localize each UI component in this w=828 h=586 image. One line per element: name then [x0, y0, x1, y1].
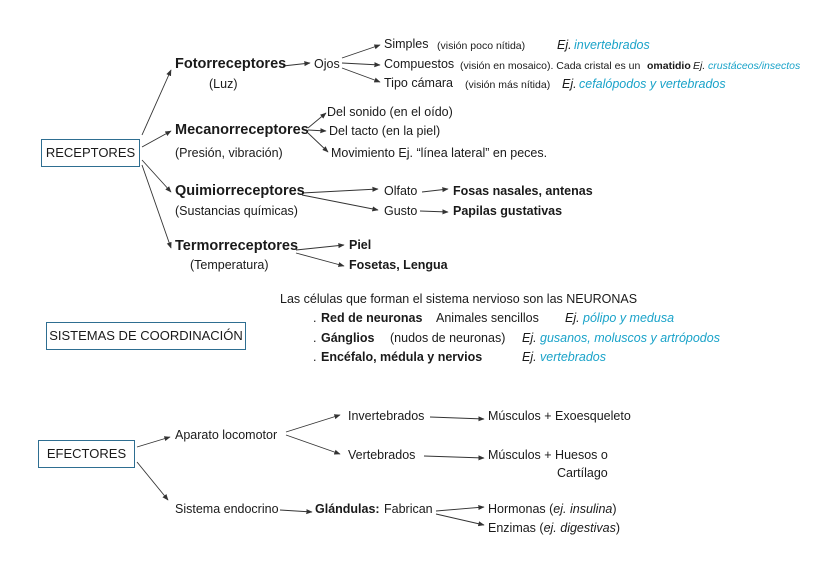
red-ex-prefix: Ej.: [565, 311, 580, 325]
arrow-inv-dest: [429, 416, 485, 422]
piel-label: Piel: [349, 238, 372, 252]
termorreceptores-sub: (Temperatura): [190, 258, 269, 272]
ojos-label: Ojos: [314, 57, 340, 71]
simples-example: invertebrados: [574, 38, 650, 52]
arrow-locomotor-vert: [285, 434, 341, 455]
simples-ex-prefix: Ej.: [557, 38, 572, 52]
receptores-title: RECEPTORES: [45, 145, 136, 160]
efectores-box: EFECTORES: [38, 440, 135, 468]
arrow-meca-sonido: [307, 112, 327, 129]
simples-note: (visión poco nítida): [437, 40, 526, 52]
compuestos-note: (visión en mosaico). Cada cristal es un: [460, 60, 641, 72]
red-desc: Animales sencillos: [436, 311, 539, 325]
locomotor-label: Aparato locomotor: [175, 428, 278, 442]
hormonas-line: Hormonas (ej. insulina): [488, 502, 617, 517]
arrow-vert-dest: [423, 455, 485, 461]
arrow-ojos-camara: [341, 67, 381, 83]
arrow-receptores-termo: [141, 164, 172, 249]
ganglios-desc: (nudos de neuronas): [390, 331, 506, 345]
fotorreceptores-label: Fotorreceptores: [175, 56, 287, 72]
arrow-gusto-dest: [419, 209, 449, 215]
compuestos-label: Compuestos: [384, 57, 455, 71]
arrow-meca-movimiento: [307, 132, 329, 153]
quimiorreceptores-label: Quimiorreceptores: [175, 183, 305, 199]
receptores-box: RECEPTORES: [41, 139, 140, 167]
arrow-fabrican-hormonas: [435, 504, 485, 512]
hormonas-close: ): [612, 502, 617, 516]
simples-label: Simples: [384, 37, 429, 51]
arrow-receptores-quimio: [141, 159, 172, 193]
fosetas-label: Fosetas, Lengua: [349, 258, 448, 272]
mecanorreceptores-sub: (Presión, vibración): [175, 146, 283, 160]
arrow-efectores-endocrino: [136, 461, 169, 501]
vertebrados-label: Vertebrados: [348, 448, 416, 462]
termorreceptores-label: Termorreceptores: [175, 238, 299, 254]
enzimas-line: Enzimas (ej. digestivas): [488, 521, 620, 536]
camara-label: Tipo cámara: [384, 76, 454, 90]
arrow-fabrican-enzimas: [435, 513, 485, 527]
arrow-meca-tacto: [307, 128, 327, 134]
ganglios-example: gusanos, moluscos y artrópodos: [540, 331, 720, 345]
red-label: Red de neuronas: [321, 311, 423, 325]
hormonas-label: Hormonas (: [488, 502, 554, 516]
neuronas-intro: Las células que forman el sistema nervio…: [280, 292, 638, 306]
camara-note: (visión más nítida): [465, 79, 551, 91]
enzimas-example: ej. digestivas: [543, 521, 616, 535]
arrow-termo-fosetas: [295, 252, 345, 267]
red-example: pólipo y medusa: [583, 311, 675, 325]
arrow-olfato-dest: [421, 187, 449, 193]
encefalo-label: Encéfalo, médula y nervios: [321, 350, 483, 364]
enzimas-label: Enzimas (: [488, 521, 544, 535]
arrow-receptores-foto: [141, 69, 172, 136]
camara-example: cefalópodos y vertebrados: [579, 77, 726, 91]
olfato-dest: Fosas nasales, antenas: [453, 184, 593, 198]
compuestos-example: crustáceos/insectos: [708, 60, 801, 72]
compuestos-ex-prefix: Ej.: [693, 60, 706, 72]
arrow-foto-ojos: [282, 61, 311, 67]
efectores-title: EFECTORES: [46, 446, 127, 461]
ganglios-ex-prefix: Ej.: [522, 331, 537, 345]
encefalo-bullet: .: [313, 350, 317, 364]
sonido-label: Del sonido (en el oído): [327, 105, 453, 119]
invertebrados-dest: Músculos + Exoesqueleto: [488, 409, 631, 423]
arrow-receptores-meca: [141, 130, 172, 148]
vertebrados-dest-2: Cartílago: [557, 466, 608, 480]
arrow-quimio-olfato: [301, 186, 379, 194]
encefalo-ex-prefix: Ej.: [522, 350, 537, 364]
invertebrados-label: Invertebrados: [348, 409, 425, 423]
coordinacion-title: SISTEMAS DE COORDINACIÓN: [49, 328, 243, 343]
arrow-ojos-simples: [341, 44, 381, 59]
olfato-label: Olfato: [384, 184, 418, 198]
arrow-quimio-gusto: [301, 194, 379, 212]
compuestos-omatidio: omatidio: [647, 60, 691, 72]
quimiorreceptores-sub: (Sustancias químicas): [175, 204, 298, 218]
glandulas-label: Glándulas:: [315, 502, 380, 516]
mecanorreceptores-label: Mecanorreceptores: [175, 122, 309, 138]
arrow-locomotor-inv: [285, 414, 341, 433]
vertebrados-dest: Músculos + Huesos o: [488, 448, 608, 462]
arrow-termo-piel: [295, 243, 345, 251]
fotorreceptores-sub: (Luz): [209, 77, 238, 91]
arrow-endocrino-glandulas: [279, 509, 313, 515]
ganglios-bullet: .: [313, 331, 317, 345]
coordinacion-box: SISTEMAS DE COORDINACIÓN: [46, 322, 246, 350]
gusto-label: Gusto: [384, 204, 418, 218]
camara-ex-prefix: Ej.: [562, 77, 577, 91]
gusto-dest: Papilas gustativas: [453, 204, 563, 218]
tacto-label: Del tacto (en la piel): [329, 124, 441, 138]
red-bullet: .: [313, 311, 317, 325]
arrow-ojos-compuestos: [341, 62, 381, 68]
endocrino-label: Sistema endocrino: [175, 502, 279, 516]
ganglios-label: Gánglios: [321, 331, 375, 345]
hormonas-example: ej. insulina: [553, 502, 613, 516]
encefalo-example: vertebrados: [540, 350, 607, 364]
fabrican-label: Fabrican: [384, 502, 433, 516]
arrow-efectores-locomotor: [136, 436, 171, 448]
movimiento-label: Movimiento Ej. “línea lateral” en peces.: [331, 146, 548, 160]
enzimas-close: ): [615, 521, 621, 535]
